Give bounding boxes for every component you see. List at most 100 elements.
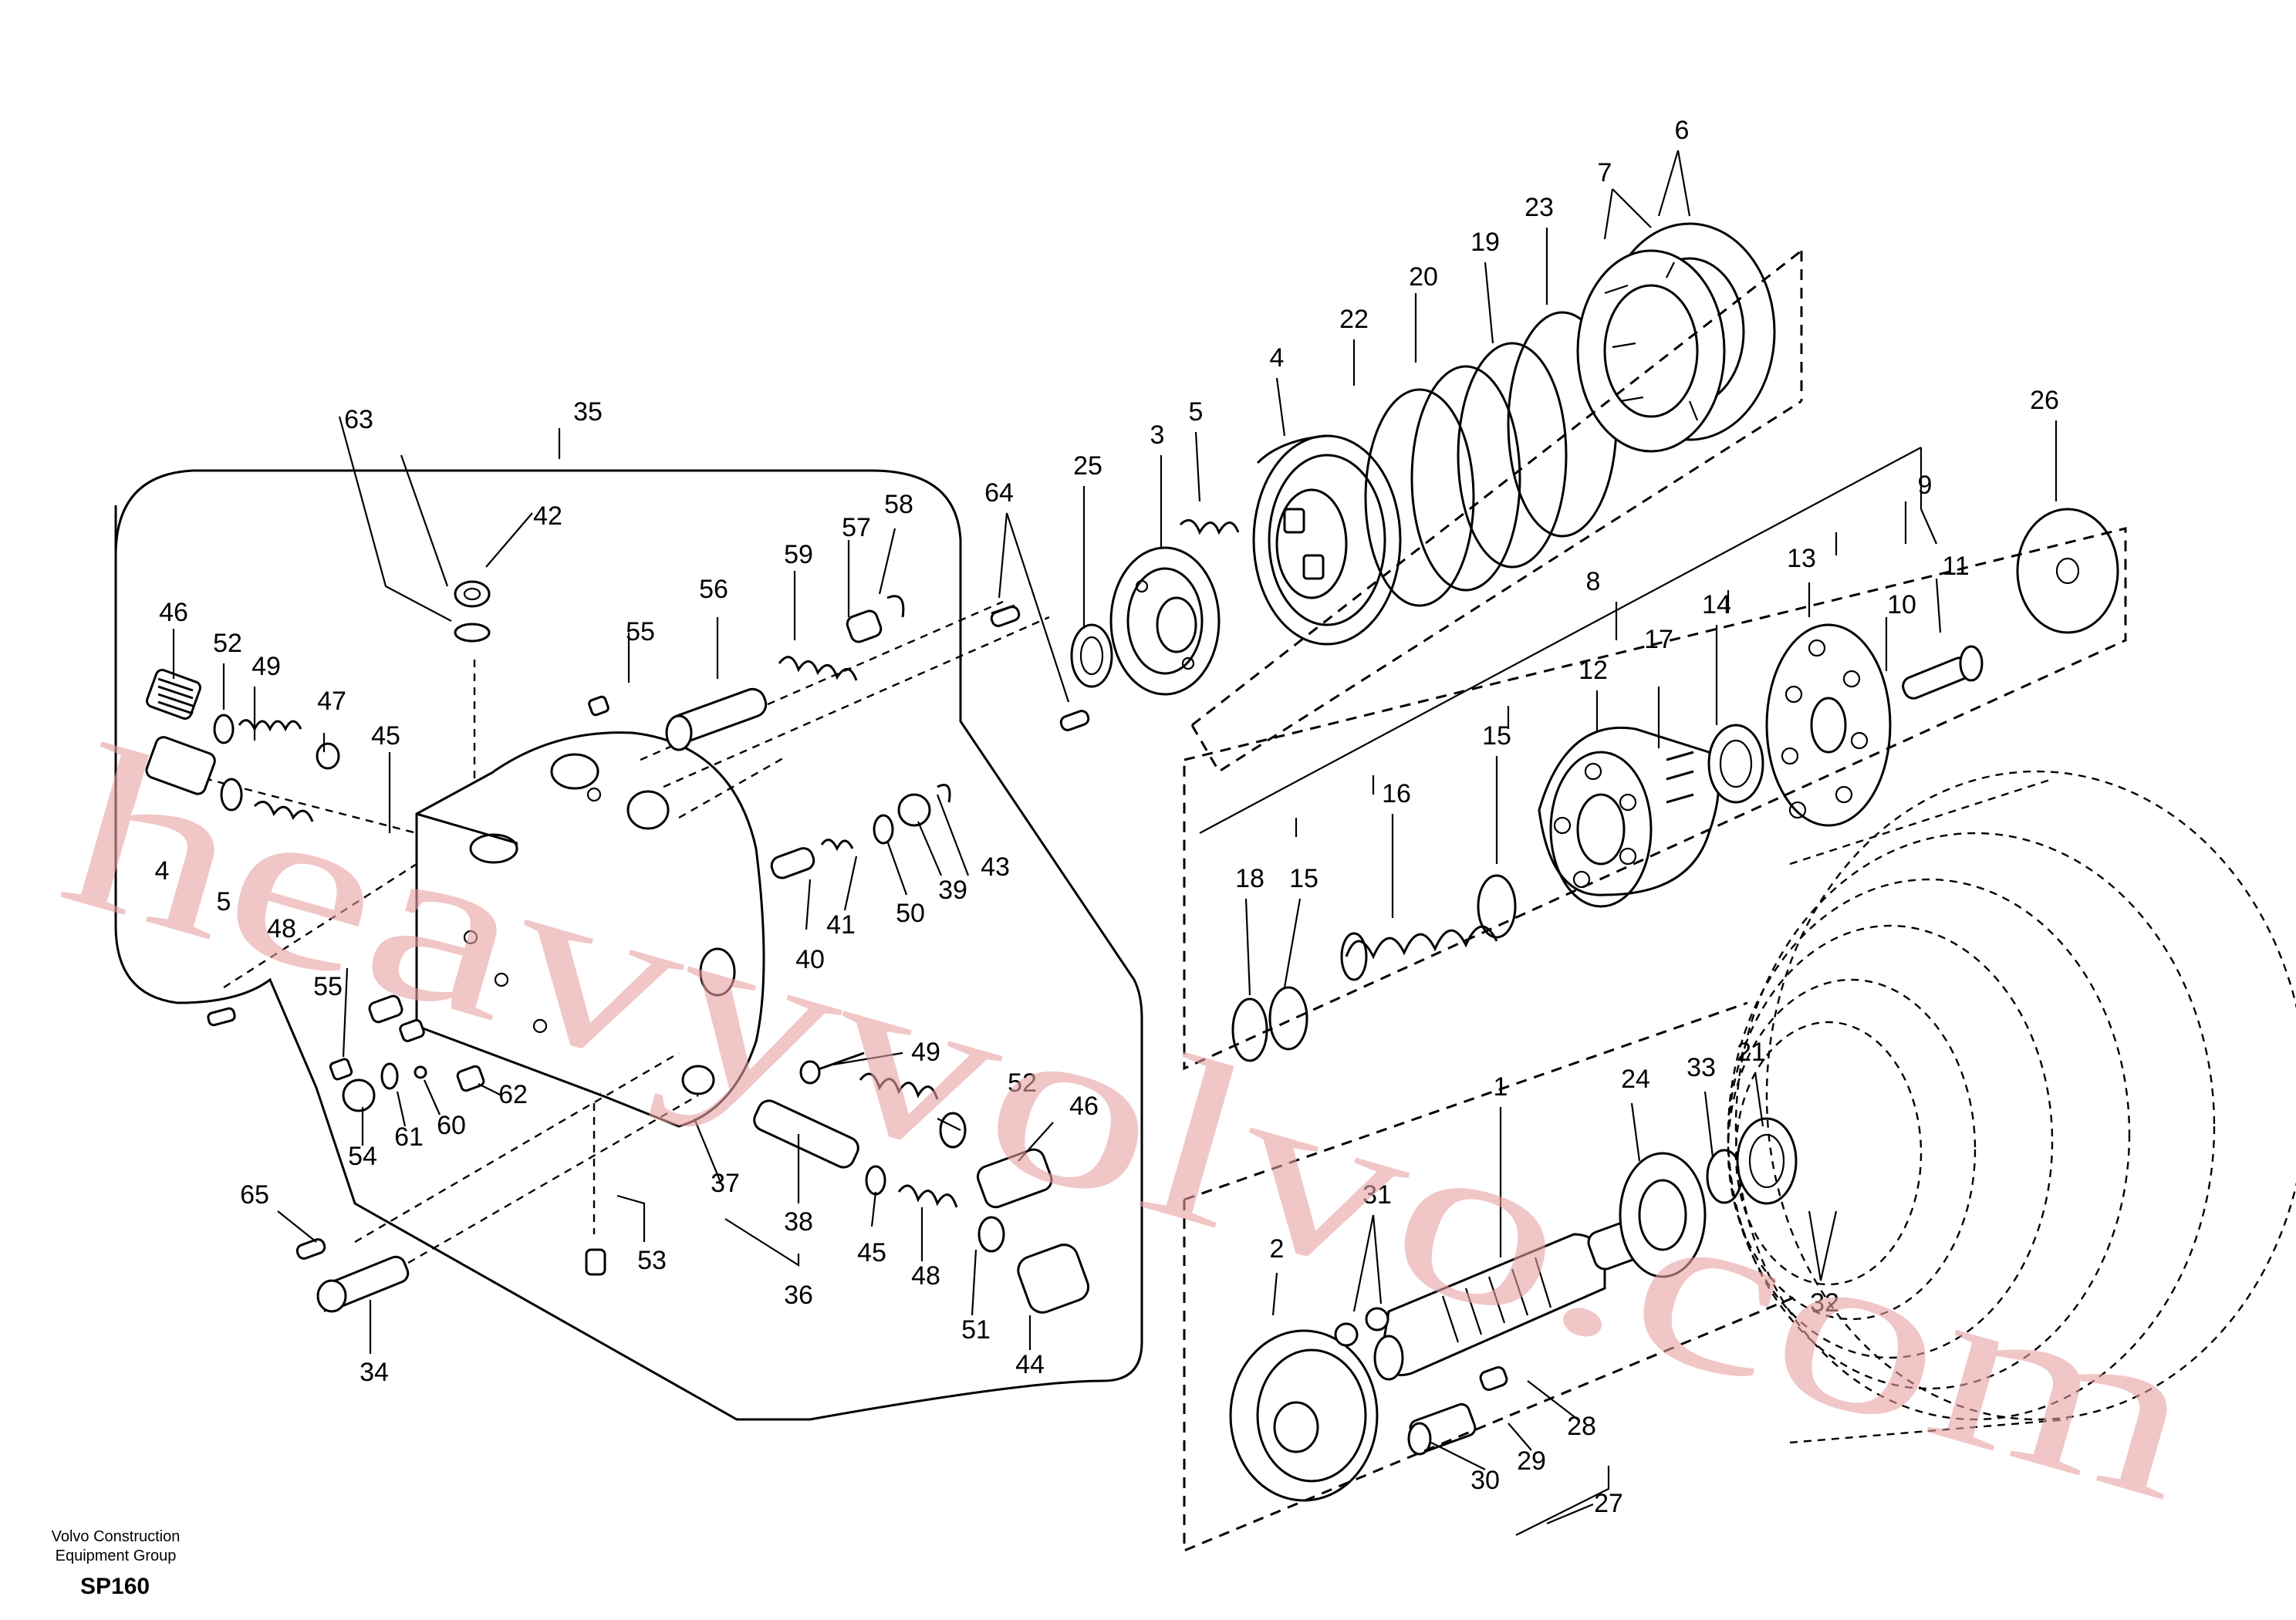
callout-31: 31	[1362, 1180, 1392, 1210]
callout-64: 64	[984, 478, 1014, 508]
brake-piston-4	[1252, 434, 1402, 646]
callout-34: 34	[360, 1358, 389, 1387]
bearing-24	[1619, 1152, 1707, 1278]
callout-48: 48	[267, 914, 296, 943]
callout-63: 63	[344, 405, 373, 434]
callout-3: 3	[1150, 420, 1165, 450]
relief-valve-lower	[753, 1051, 1090, 1314]
callout-27: 27	[1594, 1489, 1623, 1518]
callout-60: 60	[437, 1111, 466, 1140]
callout-30: 30	[1470, 1466, 1500, 1495]
callout-50: 50	[896, 899, 925, 928]
end-cover-2	[1229, 1329, 1379, 1502]
seal-21	[1736, 1117, 1798, 1205]
callout-21: 21	[1737, 1038, 1766, 1067]
callout-15: 15	[1289, 864, 1319, 893]
callout-58: 58	[884, 490, 913, 519]
callout-48: 48	[911, 1261, 940, 1291]
callout-1: 1	[1494, 1072, 1508, 1102]
motor-housing-dashed	[1727, 770, 2296, 1444]
callout-37: 37	[711, 1169, 740, 1198]
friction-plates-6-7	[1576, 222, 1776, 453]
callout-16: 16	[1382, 779, 1411, 808]
callout-61: 61	[394, 1122, 424, 1152]
callout-8: 8	[1586, 567, 1601, 596]
callout-49: 49	[252, 652, 281, 681]
callout-28: 28	[1567, 1412, 1596, 1441]
callout-41: 41	[826, 910, 856, 940]
callout-38: 38	[784, 1207, 813, 1237]
callout-24: 24	[1621, 1065, 1650, 1094]
callout-29: 29	[1517, 1446, 1546, 1476]
callout-20: 20	[1409, 262, 1438, 292]
callout-52: 52	[1008, 1068, 1037, 1098]
callout-42: 42	[533, 501, 562, 531]
callout-18: 18	[1235, 864, 1264, 893]
callout-32: 32	[1810, 1288, 1839, 1318]
callout-10: 10	[1887, 590, 1916, 619]
org-line-2: Equipment Group	[55, 1547, 177, 1564]
callout-26: 26	[2030, 386, 2059, 415]
callout-22: 22	[1339, 305, 1369, 334]
callout-4: 4	[1270, 343, 1285, 373]
pins-28-29-30	[1407, 1366, 1508, 1456]
callout-33: 33	[1687, 1053, 1716, 1082]
plug-42	[454, 580, 491, 643]
balls-31	[1334, 1307, 1389, 1347]
callout-35: 35	[573, 397, 603, 427]
small-plugs-lower	[329, 994, 485, 1112]
bolt-34	[316, 1255, 410, 1313]
callout-52: 52	[213, 629, 242, 658]
org-line-1: Volvo Construction	[51, 1528, 181, 1545]
callout-55: 55	[626, 617, 655, 646]
callout-54: 54	[348, 1142, 377, 1171]
callout-14: 14	[1702, 590, 1731, 619]
callout-55: 55	[313, 972, 343, 1001]
callout-44: 44	[1015, 1350, 1045, 1379]
callout-25: 25	[1073, 451, 1102, 481]
callout-43: 43	[981, 852, 1010, 882]
callout-11: 11	[1942, 552, 1969, 581]
piston-10-11	[1902, 645, 1984, 700]
bearing-25	[1070, 623, 1113, 688]
callout-36: 36	[784, 1281, 813, 1310]
callout-4: 4	[155, 856, 170, 886]
callout-5: 5	[1189, 397, 1204, 427]
callout-65: 65	[240, 1180, 269, 1210]
rear-cover-flange	[493, 731, 765, 1128]
leader-lines	[172, 150, 2058, 1470]
footer: Volvo Construction Equipment Group SP160	[39, 1527, 193, 1600]
callout-51: 51	[961, 1315, 991, 1345]
relief-valve-upper	[145, 669, 340, 1027]
shoe-plate-26	[2016, 508, 2119, 634]
callout-45: 45	[857, 1238, 886, 1267]
callout-12: 12	[1578, 656, 1608, 685]
retainer-plate-13	[1765, 623, 1892, 827]
callout-13: 13	[1787, 544, 1816, 573]
callout-labels: 63 35 42 46 52 49 47 45 4 5 48 55 56 59 …	[155, 116, 2059, 1518]
callout-57: 57	[842, 513, 871, 542]
callout-56: 56	[699, 575, 728, 604]
callout-46: 46	[159, 598, 188, 627]
spool-group-mid	[770, 784, 951, 879]
callout-49: 49	[911, 1038, 940, 1067]
callout-2: 2	[1270, 1234, 1285, 1264]
callout-17: 17	[1644, 625, 1673, 654]
callout-53: 53	[637, 1246, 667, 1275]
callout-15: 15	[1482, 721, 1511, 751]
cylinder-block-12	[1538, 726, 1720, 908]
callout-39: 39	[938, 876, 967, 905]
callout-7: 7	[1598, 158, 1612, 187]
callout-40: 40	[795, 945, 825, 974]
diagram-code: SP160	[80, 1574, 150, 1599]
callout-23: 23	[1524, 193, 1554, 222]
callout-6: 6	[1675, 116, 1690, 145]
callout-9: 9	[1918, 471, 1933, 500]
callout-46: 46	[1069, 1092, 1099, 1121]
callout-47: 47	[317, 687, 346, 716]
callout-59: 59	[784, 540, 813, 569]
watermark: heavyvolvo.com	[40, 697, 2224, 1549]
callout-45: 45	[371, 721, 400, 751]
spherical-bush-14	[1707, 724, 1764, 804]
cover-plate-3	[1109, 546, 1221, 696]
